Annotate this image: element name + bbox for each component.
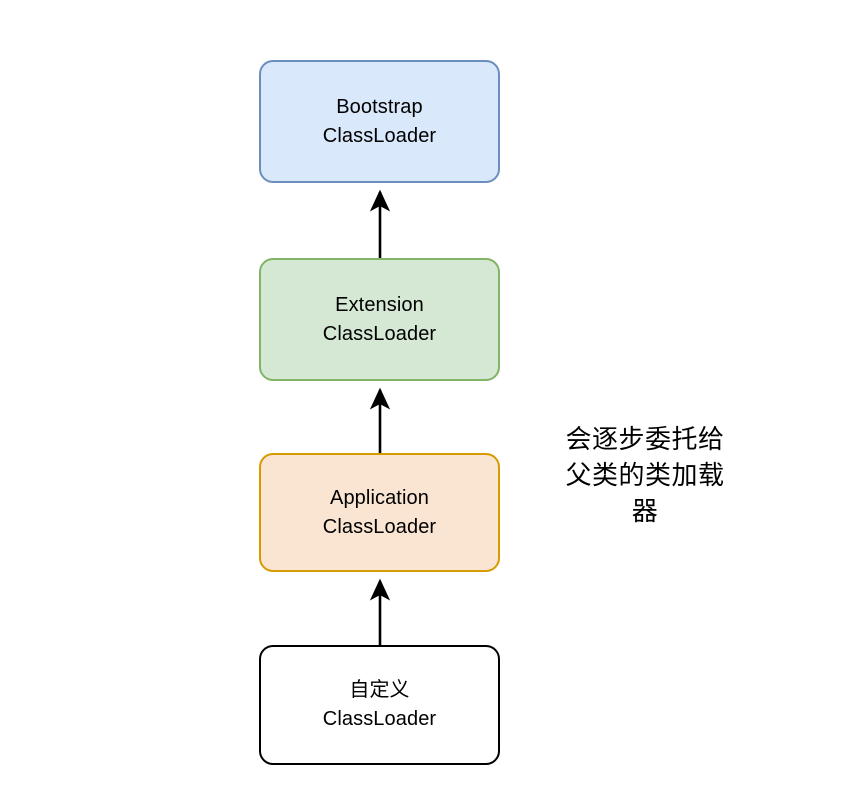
node-custom-classloader-label: 自定义 ClassLoader	[322, 679, 437, 730]
node-custom-classloader[interactable]: 自定义 ClassLoader	[259, 645, 500, 765]
node-bootstrap-classloader[interactable]: Bootstrap ClassLoader	[259, 60, 500, 183]
node-extension-classloader-label: Extension ClassLoader	[322, 293, 437, 345]
delegation-annotation-text: 会逐步委托给 父类的类加载 器	[565, 424, 725, 526]
node-application-classloader-label: Application ClassLoader	[322, 486, 437, 538]
node-extension-classloader[interactable]: Extension ClassLoader	[259, 258, 500, 381]
node-bootstrap-classloader-label: Bootstrap ClassLoader	[322, 95, 437, 147]
node-application-classloader[interactable]: Application ClassLoader	[259, 453, 500, 572]
